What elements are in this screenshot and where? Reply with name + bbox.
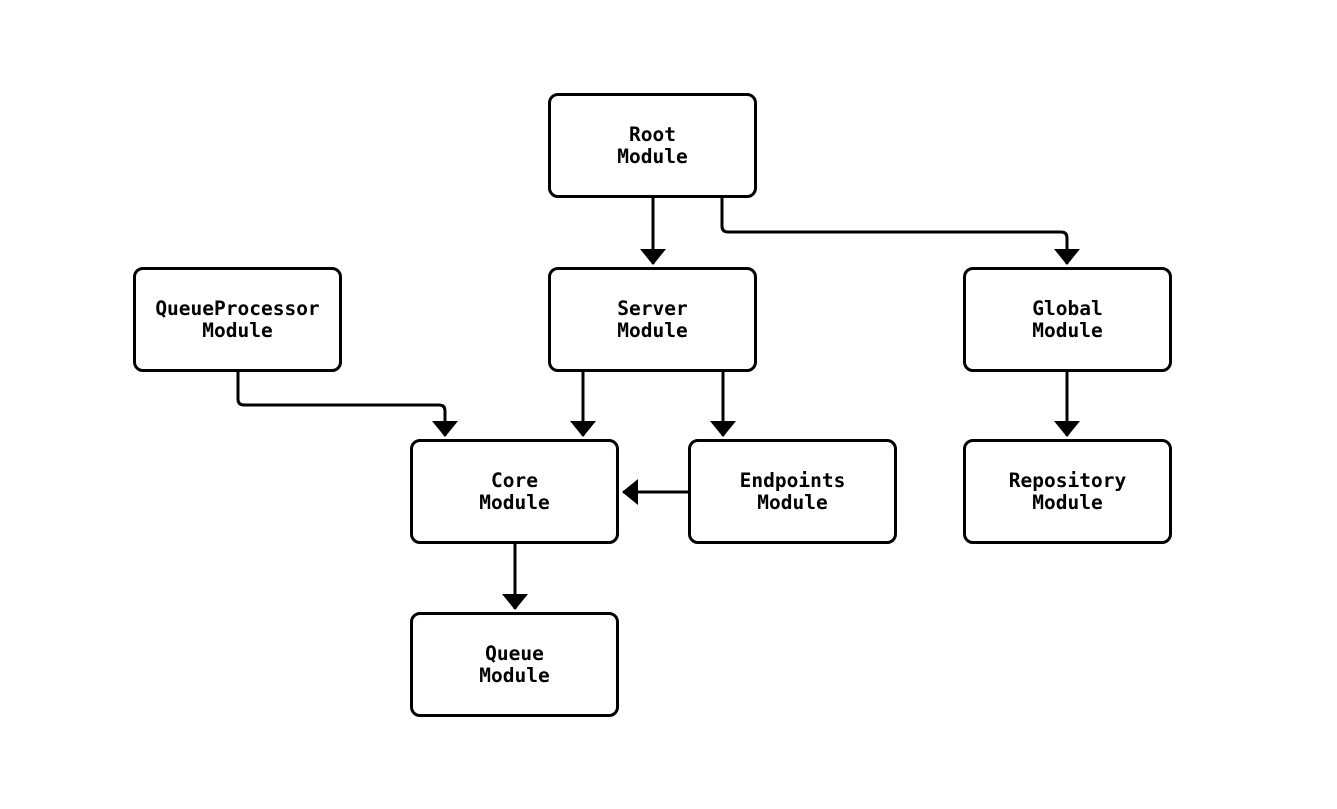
- node-label: Root Module: [617, 122, 688, 168]
- node-label: Global Module: [1032, 296, 1103, 342]
- node-label: QueueProcessor Module: [155, 296, 320, 342]
- edge-root-to-global: [720, 198, 1080, 265]
- node-label: Server Module: [617, 296, 688, 342]
- node-repository-module: Repository Module: [963, 439, 1172, 544]
- node-root-module: Root Module: [548, 93, 757, 198]
- node-label: Endpoints Module: [739, 468, 846, 514]
- node-server-module: Server Module: [548, 267, 757, 372]
- node-label: Repository Module: [1008, 468, 1127, 514]
- node-label: Core Module: [479, 468, 550, 514]
- node-queue-module: Queue Module: [410, 612, 619, 717]
- edges-group: [236, 198, 1080, 610]
- node-core-module: Core Module: [410, 439, 619, 544]
- edge-queueprocessor-to-core: [236, 372, 458, 437]
- node-label: Queue Module: [479, 641, 550, 687]
- node-endpoints-module: Endpoints Module: [688, 439, 897, 544]
- node-queueprocessor-module: QueueProcessor Module: [133, 267, 342, 372]
- node-global-module: Global Module: [963, 267, 1172, 372]
